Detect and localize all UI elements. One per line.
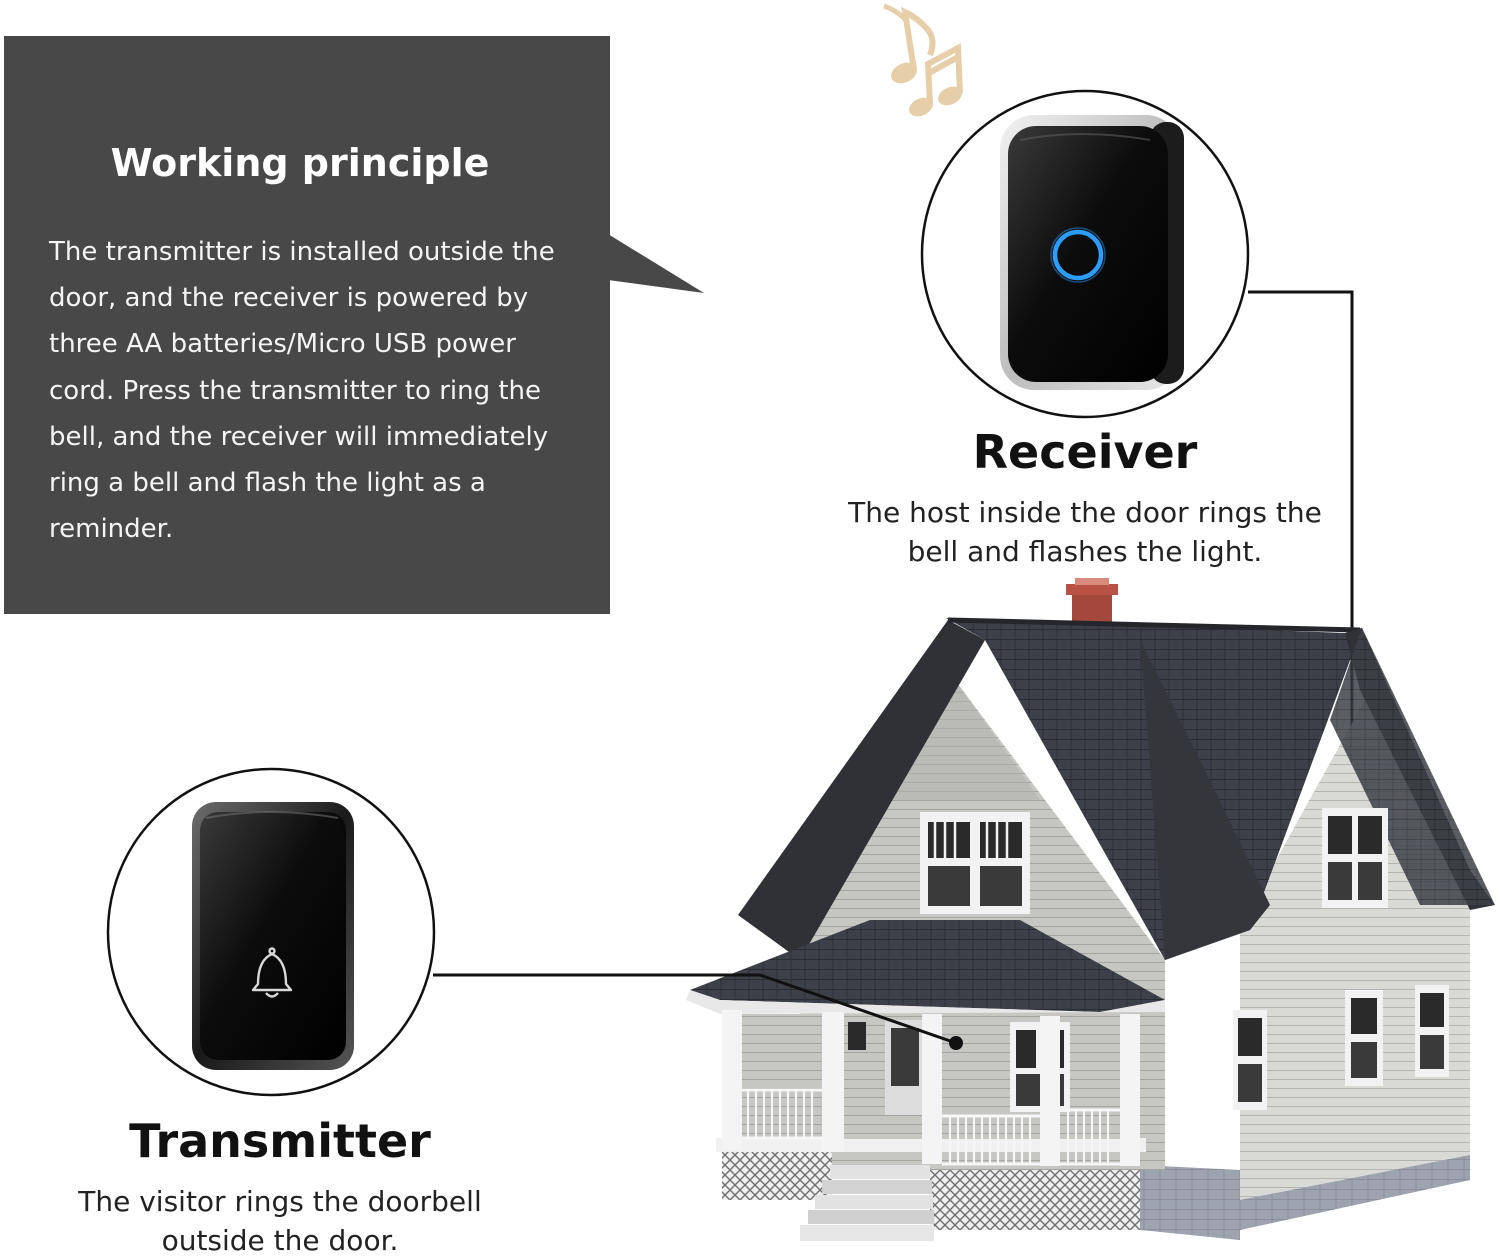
working-principle-title: Working principle bbox=[110, 141, 490, 185]
transmitter-title: Transmitter bbox=[129, 1114, 431, 1168]
music-notes-icon bbox=[883, 3, 963, 117]
transmitter-description: The visitor rings the doorbell outside t… bbox=[78, 1185, 482, 1257]
callout-pointer bbox=[608, 234, 704, 293]
transmitter-connector bbox=[433, 973, 963, 1050]
receiver-title: Receiver bbox=[972, 425, 1198, 479]
right-window-upper bbox=[1322, 808, 1388, 908]
working-principle-description: The transmitter is installed outside the… bbox=[49, 237, 555, 545]
bell-icon bbox=[251, 947, 293, 998]
house-illustration bbox=[686, 578, 1495, 1241]
upper-window bbox=[920, 812, 1030, 914]
right-window-lower bbox=[1233, 985, 1449, 1110]
receiver-description: The host inside the door rings the bell … bbox=[848, 496, 1322, 568]
receiver-device bbox=[920, 89, 1250, 419]
ring-light-icon bbox=[1050, 227, 1106, 283]
transmitter-device bbox=[106, 767, 436, 1097]
working-principle-panel: Working principle The transmitter is ins… bbox=[4, 36, 610, 614]
